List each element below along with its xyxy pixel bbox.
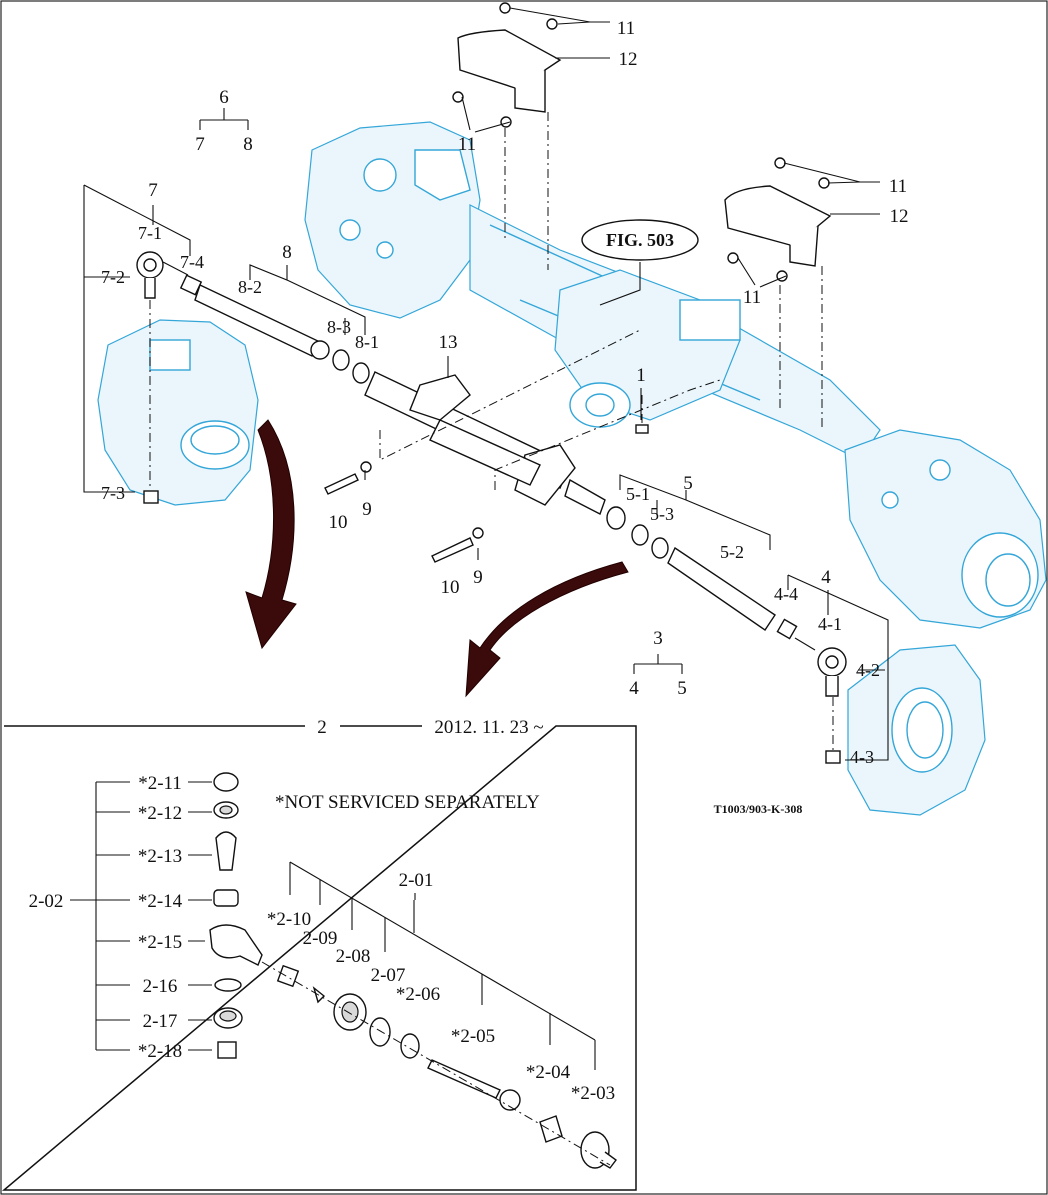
figure-reference[interactable]: FIG. 503: [606, 230, 674, 250]
part-2-04: [539, 1115, 563, 1143]
label-2-16: 2-16: [143, 976, 178, 997]
label-12-upper: 12: [619, 49, 638, 70]
label-2-12: *2-12: [138, 803, 182, 824]
label-2-06: *2-06: [396, 984, 440, 1005]
label-7-group: 7: [148, 180, 158, 201]
label-2-02: 2-02: [29, 891, 64, 912]
label-2-10: *2-10: [267, 909, 311, 930]
label-4-2: 4-2: [856, 660, 880, 680]
label-8-2: 8-2: [238, 277, 262, 297]
label-11-upper-left: 11: [458, 134, 476, 155]
label-4-group: 4: [821, 567, 831, 588]
label-11-upper: 11: [617, 18, 635, 39]
label-4-4: 4-4: [774, 584, 798, 604]
leader-lines: [83, 7, 889, 761]
label-3-sub-4: 4: [629, 678, 639, 699]
label-7-4: 7-4: [180, 252, 204, 272]
cover-plate-upper: [457, 29, 562, 113]
label-5-1: 5-1: [626, 484, 650, 504]
label-2-18: *2-18: [138, 1041, 182, 1062]
label-5-3: 5-3: [650, 504, 674, 524]
label-9-right: 9: [473, 567, 483, 588]
label-2-14: *2-14: [138, 891, 183, 912]
label-4-1: 4-1: [818, 614, 842, 634]
label-11-lower-left: 11: [743, 287, 761, 308]
label-2-09: 2-09: [303, 928, 338, 949]
label-2-07: 2-07: [371, 965, 406, 986]
label-8-3: 8-3: [327, 317, 351, 337]
label-9-left: 9: [362, 499, 372, 520]
inset-part-labels: 2-02 *2-11 *2-12 *2-13 *2-14 *2-15 2-16 …: [29, 773, 616, 1104]
figure-reference-bubble[interactable]: [581, 219, 699, 261]
assembly-guide-lines: [149, 112, 834, 752]
label-7: 7: [195, 134, 205, 155]
part-2-15: [209, 924, 263, 966]
label-2-13: *2-13: [138, 846, 182, 867]
label-2-01: 2-01: [399, 870, 434, 891]
label-8-group: 8: [282, 242, 292, 263]
label-8: 8: [243, 134, 253, 155]
label-10-left: 10: [329, 512, 348, 533]
label-1: 1: [636, 365, 646, 386]
label-3: 3: [653, 628, 663, 649]
label-2-05: *2-05: [451, 1026, 495, 1047]
label-7-2: 7-2: [101, 267, 125, 287]
inset-note: *NOT SERVICED SEPARATELY: [275, 792, 540, 813]
inset-date: 2012. 11. 23 ~: [434, 717, 543, 738]
label-4-3: 4-3: [850, 747, 874, 767]
label-2-11: *2-11: [138, 773, 182, 794]
label-2-17: 2-17: [143, 1011, 178, 1032]
inset-title: 2: [317, 717, 327, 738]
axle-housing: [97, 121, 1047, 816]
label-13: 13: [439, 332, 458, 353]
label-2-08: 2-08: [336, 946, 371, 967]
label-12-lower: 12: [890, 206, 909, 227]
label-2-15: *2-15: [138, 932, 182, 953]
label-2-03: *2-03: [571, 1083, 615, 1104]
steering-cylinder-assembly: [136, 2, 847, 764]
label-7-3: 7-3: [101, 483, 125, 503]
label-7-1: 7-1: [138, 223, 162, 243]
part-2-11: [213, 772, 239, 792]
inset-panel: 2 2012. 11. 23 ~ *NOT SERVICED SEPARATEL…: [1, 717, 637, 1191]
direction-arrow-left: [245, 419, 297, 650]
label-3-sub-5: 5: [677, 678, 687, 699]
drawing-code: T1003/903-K-308: [714, 802, 803, 816]
label-6: 6: [219, 87, 229, 108]
label-2-04: *2-04: [526, 1062, 571, 1083]
label-5-group: 5: [683, 473, 693, 494]
direction-arrow-right: [465, 561, 629, 698]
cover-plate-lower: [724, 185, 832, 267]
label-5-2: 5-2: [720, 542, 744, 562]
label-10-right: 10: [441, 577, 460, 598]
label-11-lower: 11: [889, 176, 907, 197]
part-2-13: [215, 831, 237, 871]
main-part-labels: 6 7 8 7 7-1 7-4 7-2 7-3 8 8-2 8-3 8-1 13…: [101, 18, 909, 767]
label-8-1: 8-1: [355, 332, 379, 352]
